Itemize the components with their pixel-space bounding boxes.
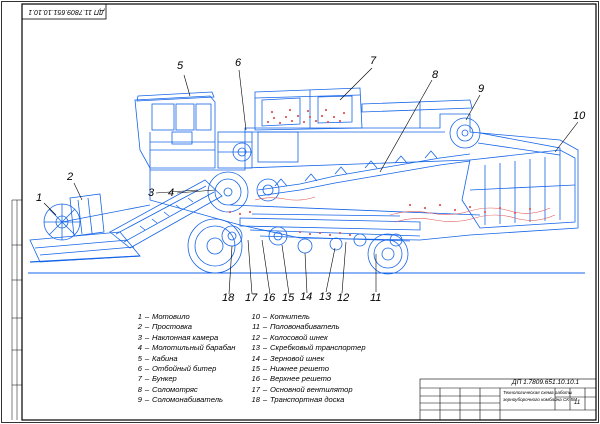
legend-item: 18–Транспортная доска [251,395,345,405]
callout-16: 16 [263,292,276,304]
legend-item: 3–Наклонная камера [137,332,219,342]
legend-right: 10–Копнитель 11–Половонабиватель 12–Коло… [246,312,366,406]
callout-12: 12 [337,292,350,304]
callout-15: 15 [282,292,295,304]
callout-7: 7 [370,55,377,67]
legend-item: 14–Зерновой шнек [251,353,325,363]
auger-cylinder [69,193,105,237]
callout-14: 14 [300,291,313,303]
legend-item: 4–Молотильный барабан [137,343,236,353]
straw-flow [254,196,556,223]
leader-lines [43,67,579,295]
grain-hopper [254,87,363,131]
title-block-title-line1: Технологическая схема работы [503,390,573,395]
legend-item: 2–Простовка [137,322,192,332]
reel [43,203,151,241]
callout-11: 11 [370,292,382,304]
callout-8: 8 [432,69,439,81]
legend-item: 17–Основной вентилятор [251,384,353,394]
rear-wheel [367,233,409,275]
legend-item: 8–Соломотряс [137,384,198,394]
legend-item: 7–Бункер [137,374,177,384]
engine-block [217,131,299,169]
legend-item: 5–Кабина [137,353,178,363]
rear-collector [461,149,576,229]
grain-flow [228,108,532,237]
callout-10: 10 [573,110,586,122]
stamp-box [21,3,107,20]
inner-frame [21,3,597,421]
title-block-designation: ДП 1.7809.651.10.10.1 [512,379,580,386]
body-lower-line [229,204,481,216]
feeder-house [109,179,223,249]
legend-item: 10–Копнитель [251,312,310,321]
left-binding-strip [11,199,22,420]
legend-item: 6–Отбойный битер [137,363,217,373]
callout-13: 13 [319,291,332,303]
callout-18: 18 [222,292,235,304]
cleaning-shoe [239,213,421,242]
callout-17: 17 [245,292,258,304]
legend-item: 12–Колосовой шнек [251,332,328,342]
legend-item: 15–Нижнее решето [251,363,330,373]
straw-chopper [449,117,561,156]
legend-item: 11–Половонабиватель [252,322,340,332]
callout-9: 9 [478,83,485,95]
threshing-drum [207,171,249,213]
title-block-sheet-number: 11 [574,400,581,406]
legend-item: 1–Мотовило [137,312,190,321]
title-block-title-line2: зерноуборочного комбайна СК-5М [503,397,577,402]
body-mid-line [244,159,471,169]
callout-1: 1 [36,192,43,204]
straw-walker [257,150,471,197]
beater-drum [239,151,280,202]
stamp-code: ДП 11.7809.651.10.10.1 [28,8,104,15]
cabin [134,91,216,169]
unloading-tube [361,99,473,113]
legend-item: 9–Соломонабиватель [137,395,223,405]
callout-4: 4 [168,187,175,199]
legend-item: 16–Верхнее решето [251,374,332,384]
legend-left: 1–Мотовило 2–Простовка 3–Наклонная камер… [128,312,236,406]
header [29,231,141,263]
front-wheel [187,218,243,274]
title-block [419,378,597,421]
legend-item: 13–Скребковый транспортер [251,343,366,353]
combine-harvester [29,87,579,275]
callout-5: 5 [177,60,184,72]
callout-6: 6 [235,57,242,69]
callout-2: 2 [67,171,74,183]
callout-3: 3 [148,187,155,199]
